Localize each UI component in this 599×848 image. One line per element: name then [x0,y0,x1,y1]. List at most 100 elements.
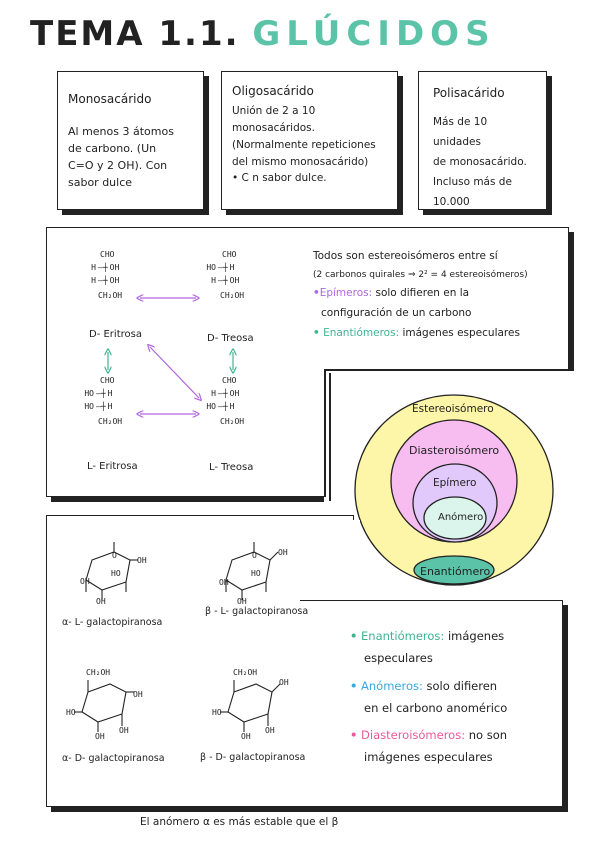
oligosacarido-card: Oligosacárido Unión de 2 a 10 monosacári… [221,71,398,210]
diasteroisomeros-text: no son [468,728,508,743]
venn-epi-label: Epímero [433,477,477,489]
diasteroisomeros-term: Diasteroisómeros: [361,728,466,743]
pyr-sub-label: OH [237,597,247,606]
stereo-line2: (2 carbonos quirales ⇒ 2² = 4 estereoisó… [313,269,528,280]
diasteroisomeros-text2: imágenes especulares [364,750,493,765]
fischer-r: H [229,263,235,272]
monosacarido-card: Monosacárido Al menos 3 átomos de carbon… [57,71,204,210]
fischer-l: H [91,276,96,285]
stereo-notes: Todos son estereoisómeros entre sí (2 ca… [313,247,563,344]
anomeros-term: Anómeros: [361,678,423,693]
oligo-line: Unión de 2 a 10 [232,105,316,118]
poli-line: Más de 10 unidades [433,115,488,148]
venn-enantiomero [413,555,495,585]
oligo-line: (Normalmente repeticiones [232,138,376,151]
oligosacarido-title: Oligosacárido [232,84,314,98]
d-treosa-molecule: CHO HO—┼H H—┼OH CH₂OH [200,250,280,300]
monosacarido-title: Monosacárido [68,92,152,106]
fischer-l: H [211,389,216,398]
fischer-l: HO [206,263,216,272]
pyr-sub-label: OH [241,732,251,741]
oligo-line: monosacáridos. [232,121,315,134]
fischer-l: HO [206,402,216,411]
pyr-sub-label: OH [95,732,105,741]
fischer-r: OH [229,389,240,398]
pyr-sub-label: OH [133,690,143,699]
page-title: TEMA 1.1. GLÚCIDOS [30,14,496,54]
fischer-l: H [91,263,96,272]
l-treosa-label: L- Treosa [209,462,254,473]
beta-d-galactopyranose [220,680,281,732]
fischer-r: OH [109,263,120,272]
polisacarido-card: Polisacárido Más de 10 unidades de monos… [418,71,547,210]
polisacarido-title: Polisacárido [433,86,505,100]
bullet-dot: • [350,629,358,643]
pyr-sub-label: OH [80,577,90,586]
pyr-sub-label: CH₂OH [86,668,111,677]
beta-d-label: β - D- galactopiranosa [200,752,306,763]
venn-enan-label: Enantiómero [420,565,491,578]
venn-dia-label: Diasteroisómero [409,444,500,457]
fischer-top: CHO [100,376,115,385]
pyr-sub-label: CH₂OH [233,668,258,677]
oligo-line: del mismo monosacárido) [232,155,369,168]
d-eritrosa-label: D- Eritrosa [89,329,142,340]
alpha-d-galactopyranose [74,680,134,732]
fischer-r: H [107,389,113,398]
l-eritrosa-label: L- Eritrosa [87,461,138,472]
stereo-line1: Todos son estereoisómeros entre sí [313,250,498,262]
poli-line: Incluso más de [433,175,512,188]
fischer-l: H [211,276,216,285]
bullet-dot: • [350,678,358,693]
epimeros-term: Epímeros: [319,287,373,300]
fischer-top: CHO [222,376,237,385]
fischer-bottom: CH₂OH [98,417,123,426]
beta-l-galactopyranose [225,542,279,600]
anomeros-text2: en el carbono anomérico [364,700,508,715]
alpha-d-label: α- D- galactopiranosa [62,753,165,764]
alpha-l-label: α- L- galactopiranosa [62,617,163,628]
fischer-r: H [107,402,113,411]
enantiomeros-text2: especulares [364,650,433,665]
fischer-top: CHO [222,250,237,259]
pyr-sub-label: OH [279,678,289,687]
epimeros-text2: configuración de un carbono [321,306,472,319]
enantiomeros-term: Enantiómeros: [323,326,400,339]
pyr-sub-label: HO [251,569,261,578]
pyr-ring-o: O [112,551,117,560]
alpha-l-galactopyranose [85,542,138,600]
pyr-sub-label: HO [111,569,121,578]
title-part2: GLÚCIDOS [252,14,496,54]
pyr-sub-label: OH [137,556,147,565]
pyranose-notes: • Enantiómeros: imágenes especulares • A… [350,626,555,769]
oligo-line: • C n sabor dulce. [232,172,327,185]
title-part1: TEMA 1.1. [30,14,240,54]
enantiomeros-text: imágenes especulares [402,326,520,339]
pyr-sub-label: OH [278,548,288,557]
fischer-bottom: CH₂OH [98,291,123,300]
fischer-top: CHO [100,250,115,259]
poli-line: 10.000 [433,195,470,208]
epimeros-text: solo difieren en la [375,287,470,300]
venn-anomero [423,496,487,540]
mono-line: Al menos 3 átomos [68,124,174,138]
fischer-bottom: CH₂OH [220,291,245,300]
mono-line: de carbono. (Un [68,141,157,155]
mono-line: C=O y 2 OH). Con [68,158,168,172]
fischer-r: H [229,402,235,411]
pyr-sub-label: OH [96,597,106,606]
anomeros-text: solo difieren [426,678,498,693]
l-treosa-molecule: CHO H—┼OH HO—┼H CH₂OH [200,376,280,426]
fischer-panel-notch-edge [324,369,569,371]
pyr-sub-label: OH [119,726,129,735]
bullet-dot: • [313,287,320,300]
fischer-panel-notch-side [324,369,326,497]
enantiomeros-term: Enantiómeros: [361,629,445,643]
fischer-l: HO [84,389,94,398]
d-treosa-label: D- Treosa [207,333,254,344]
venn-outer-label: Estereoisómero [412,403,494,415]
poli-line: de monosacárido. [433,155,527,168]
mono-line: sabor dulce [68,175,133,189]
d-eritrosa-molecule: CHO H—┼OH H—┼OH CH₂OH [82,250,162,300]
